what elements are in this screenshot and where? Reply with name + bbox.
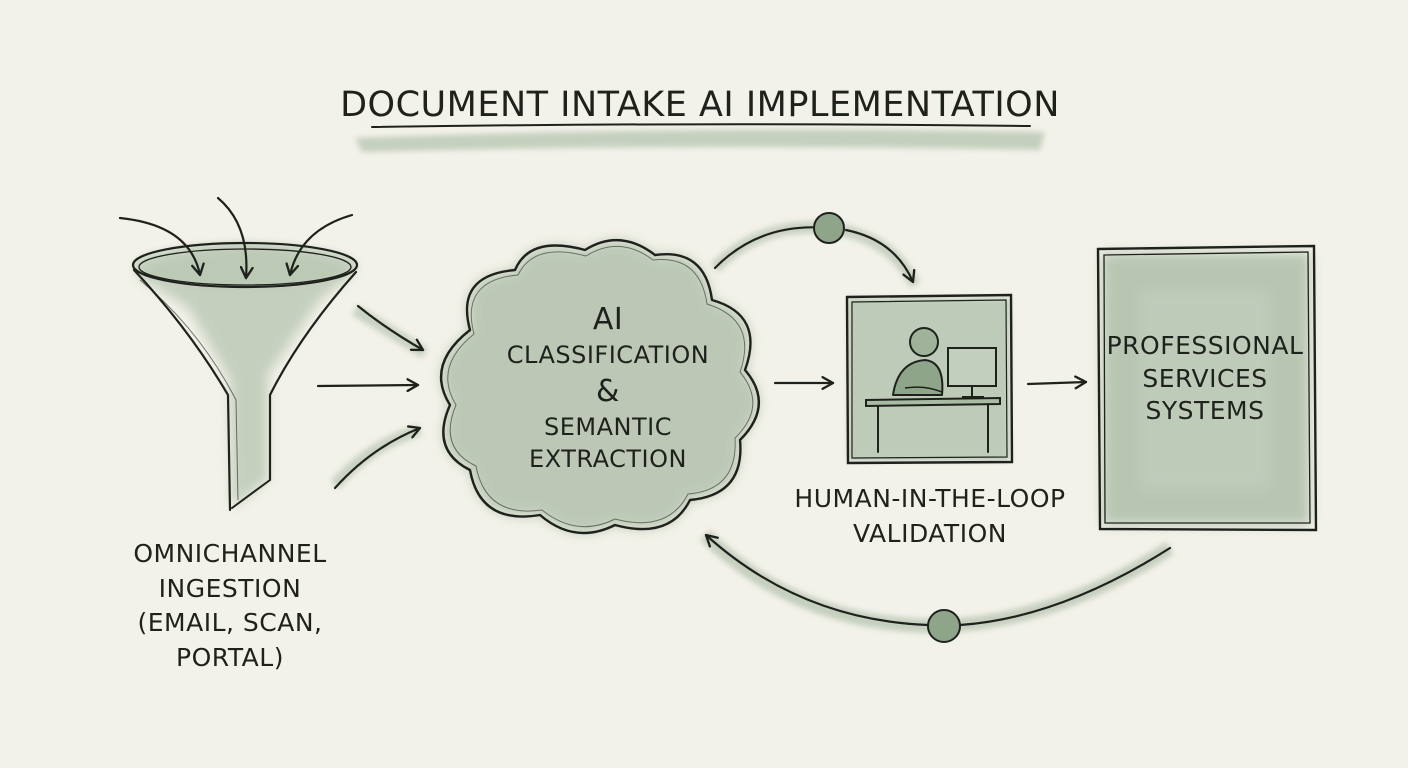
hitl-to-systems-arrow	[1026, 375, 1088, 390]
ingestion-label: OMNICHANNEL INGESTION (EMAIL, SCAN, PORT…	[80, 537, 380, 675]
ai-label: AI CLASSIFICATION & SEMANTIC EXTRACTION	[468, 300, 748, 476]
systems-label-line1: PROFESSIONAL	[1106, 331, 1304, 360]
funnel-input-arrows	[118, 196, 354, 280]
cloud-icon	[440, 238, 760, 535]
hitl-label-line1: HUMAN-IN-THE-LOOP	[794, 484, 1066, 513]
ai-label-line3: &	[596, 373, 620, 409]
hitl-label-line2: VALIDATION	[853, 518, 1007, 548]
top-loop-arrow	[710, 212, 921, 288]
ingestion-label-line3: (EMAIL, SCAN, PORTAL)	[137, 608, 323, 672]
document-panel-icon	[1096, 244, 1318, 532]
systems-label-line3: SYSTEMS	[1145, 396, 1265, 425]
ai-label-line1: AI	[592, 302, 624, 337]
person-at-computer-icon	[845, 293, 1014, 465]
ingest-to-ai-arrows	[316, 304, 429, 490]
ai-label-line5: EXTRACTION	[529, 444, 687, 473]
title-underline	[355, 123, 1045, 152]
page-title: DOCUMENT INTAKE AI IMPLEMENTATION	[340, 85, 1060, 125]
systems-label-line2: SERVICES	[1142, 363, 1268, 393]
systems-label: PROFESSIONAL SERVICES SYSTEMS	[1105, 330, 1305, 428]
funnel-icon	[131, 241, 359, 512]
loop-arrow-icon	[700, 529, 1174, 643]
ai-label-line4: SEMANTIC	[544, 412, 672, 441]
ingestion-label-line1: OMNICHANNEL	[133, 539, 327, 568]
hitl-label: HUMAN-IN-THE-LOOP VALIDATION	[770, 482, 1090, 551]
ai-label-line2: CLASSIFICATION	[506, 340, 710, 369]
ingestion-label-line2: INGESTION	[158, 573, 302, 603]
